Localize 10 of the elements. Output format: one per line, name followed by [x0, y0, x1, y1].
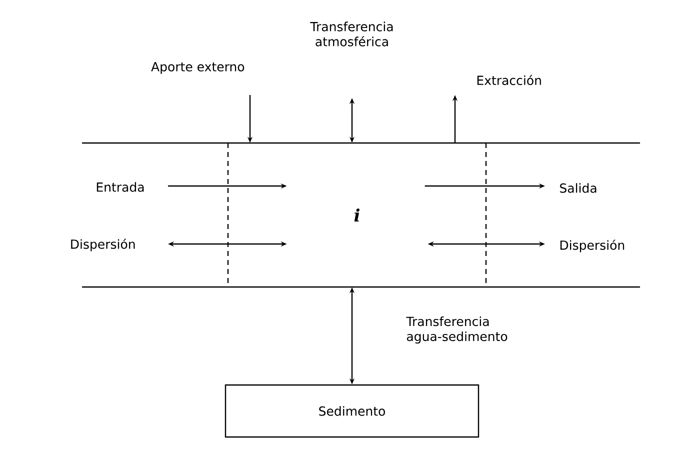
- edge-label: Entrada: [96, 182, 144, 192]
- edge-label: Transferencia agua-sedimento: [406, 316, 508, 344]
- edge-label: Salida: [560, 183, 596, 193]
- edge-label: Extracción: [477, 74, 541, 86]
- water-segment: i: [227, 142, 487, 288]
- edge-label: Dispersión: [560, 240, 624, 252]
- edge-label: Aporte externo: [151, 62, 244, 74]
- sediment-box: Sedimento: [224, 384, 480, 438]
- edge-label: Dispersión: [71, 238, 135, 252]
- edge-label: Transferencia atmosférica: [310, 22, 393, 46]
